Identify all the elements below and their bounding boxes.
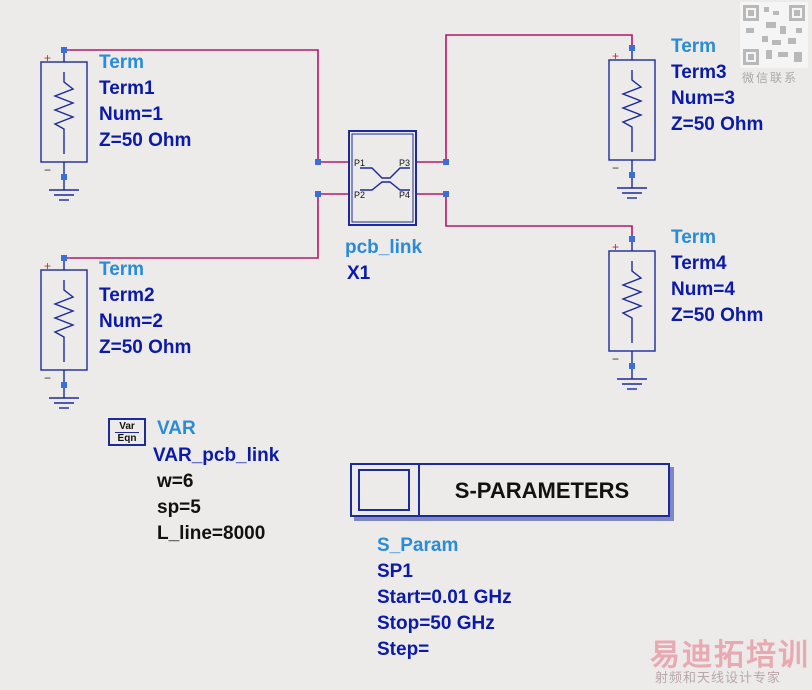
term-pin-top[interactable] bbox=[629, 236, 635, 242]
pin-p2[interactable] bbox=[315, 191, 321, 197]
var-param-w: w=6 bbox=[157, 471, 194, 492]
term2-symbol[interactable]: +− bbox=[40, 255, 88, 409]
sp-param-start: Start=0.01 GHz bbox=[377, 587, 512, 608]
pcb-pin-label-p3: P3 bbox=[399, 158, 410, 168]
term2-type: Term bbox=[99, 259, 145, 280]
wire-term2-p2[interactable] bbox=[64, 194, 319, 259]
term-minus-sign: − bbox=[612, 352, 619, 366]
term-plus-sign: + bbox=[612, 240, 619, 254]
sp-param-stop: Stop=50 GHz bbox=[377, 613, 495, 634]
sp-name[interactable]: SP1 bbox=[377, 561, 413, 582]
pcb-link-type[interactable]: pcb_link bbox=[345, 237, 423, 258]
sp-divider bbox=[418, 465, 420, 515]
term3-type: Term bbox=[671, 36, 717, 57]
term-pin-bottom[interactable] bbox=[61, 174, 67, 180]
pin-p4[interactable] bbox=[443, 191, 449, 197]
sp-title: S-PARAMETERS bbox=[454, 478, 630, 503]
term-minus-sign: − bbox=[612, 161, 619, 175]
term3-z: Z=50 Ohm bbox=[671, 114, 764, 135]
term2-name: Term2 bbox=[99, 285, 155, 306]
term3-name: Term3 bbox=[671, 62, 727, 83]
sp-type[interactable]: S_Param bbox=[377, 535, 459, 556]
term2-num: Num=2 bbox=[99, 311, 163, 332]
resistor-zigzag bbox=[53, 72, 75, 154]
pcb-pin-label-p4: P4 bbox=[399, 190, 410, 200]
term1-type: Term bbox=[99, 52, 145, 73]
pcb-link-outer-box bbox=[348, 130, 417, 226]
var-name[interactable]: VAR_pcb_link bbox=[153, 445, 280, 466]
term4-name: Term4 bbox=[671, 253, 727, 274]
sp-icon-frame bbox=[358, 469, 410, 511]
pcb-link-component[interactable]: P1 P2 P3 P4 bbox=[348, 130, 417, 226]
term-pin-top[interactable] bbox=[61, 47, 67, 53]
term-pin-top[interactable] bbox=[61, 255, 67, 261]
watermark-brand-sub: 射频和天线设计专家 bbox=[655, 671, 782, 686]
term-plus-sign: + bbox=[44, 259, 51, 273]
term4-type: Term bbox=[671, 227, 717, 248]
var-param-lline: L_line=8000 bbox=[157, 523, 266, 544]
var-type[interactable]: VAR bbox=[157, 418, 196, 439]
term3-num: Num=3 bbox=[671, 88, 735, 109]
term1-name: Term1 bbox=[99, 78, 155, 99]
term4-symbol[interactable]: +− bbox=[608, 236, 656, 390]
wire-p4-term4[interactable] bbox=[445, 194, 633, 239]
terminations: +−+−+−+− bbox=[40, 45, 656, 409]
term4-z: Z=50 Ohm bbox=[671, 305, 764, 326]
pcb-link-inner-box bbox=[351, 133, 414, 223]
term2-z: Z=50 Ohm bbox=[99, 337, 192, 358]
resistor-zigzag bbox=[621, 70, 643, 152]
watermark-brand: 易迪拓培训 bbox=[650, 638, 810, 673]
wire-term1-p1[interactable] bbox=[64, 49, 319, 162]
s-parameters-block[interactable]: S-PARAMETERS bbox=[350, 463, 670, 517]
var-icon-line1: Var bbox=[119, 421, 135, 432]
resistor-zigzag bbox=[53, 280, 75, 362]
term1-num: Num=1 bbox=[99, 104, 163, 125]
qr-code-icon bbox=[740, 2, 808, 68]
var-icon-line2: Eqn bbox=[115, 432, 139, 444]
pcb-link-trace-bottom bbox=[360, 181, 410, 191]
var-param-sp: sp=5 bbox=[157, 497, 201, 518]
pin-p3[interactable] bbox=[443, 159, 449, 165]
pcb-link-instance[interactable]: X1 bbox=[347, 263, 371, 284]
pcb-pin-label-p1: P1 bbox=[354, 158, 365, 168]
pcb-pin-markers bbox=[315, 159, 449, 197]
term-plus-sign: + bbox=[612, 49, 619, 63]
pcb-pin-label-p2: P2 bbox=[354, 190, 365, 200]
term-pin-bottom[interactable] bbox=[629, 363, 635, 369]
term-pin-bottom[interactable] bbox=[629, 172, 635, 178]
term1-z: Z=50 Ohm bbox=[99, 130, 192, 151]
term4-num: Num=4 bbox=[671, 279, 735, 300]
term-pin-top[interactable] bbox=[629, 45, 635, 51]
term1-symbol[interactable]: +− bbox=[40, 47, 88, 201]
pcb-link-trace-top bbox=[360, 167, 410, 179]
sp-param-step: Step= bbox=[377, 639, 430, 660]
resistor-zigzag bbox=[621, 261, 643, 343]
term-pin-bottom[interactable] bbox=[61, 382, 67, 388]
term-plus-sign: + bbox=[44, 51, 51, 65]
term-minus-sign: − bbox=[44, 163, 51, 177]
wires bbox=[64, 34, 633, 259]
wire-p3-term3[interactable] bbox=[445, 34, 633, 162]
term3-symbol[interactable]: +− bbox=[608, 45, 656, 199]
watermark-qr-text: 微信联系 bbox=[742, 71, 799, 85]
term-minus-sign: − bbox=[44, 371, 51, 385]
pin-p1[interactable] bbox=[315, 159, 321, 165]
var-eqn-icon[interactable]: Var Eqn bbox=[108, 418, 146, 446]
